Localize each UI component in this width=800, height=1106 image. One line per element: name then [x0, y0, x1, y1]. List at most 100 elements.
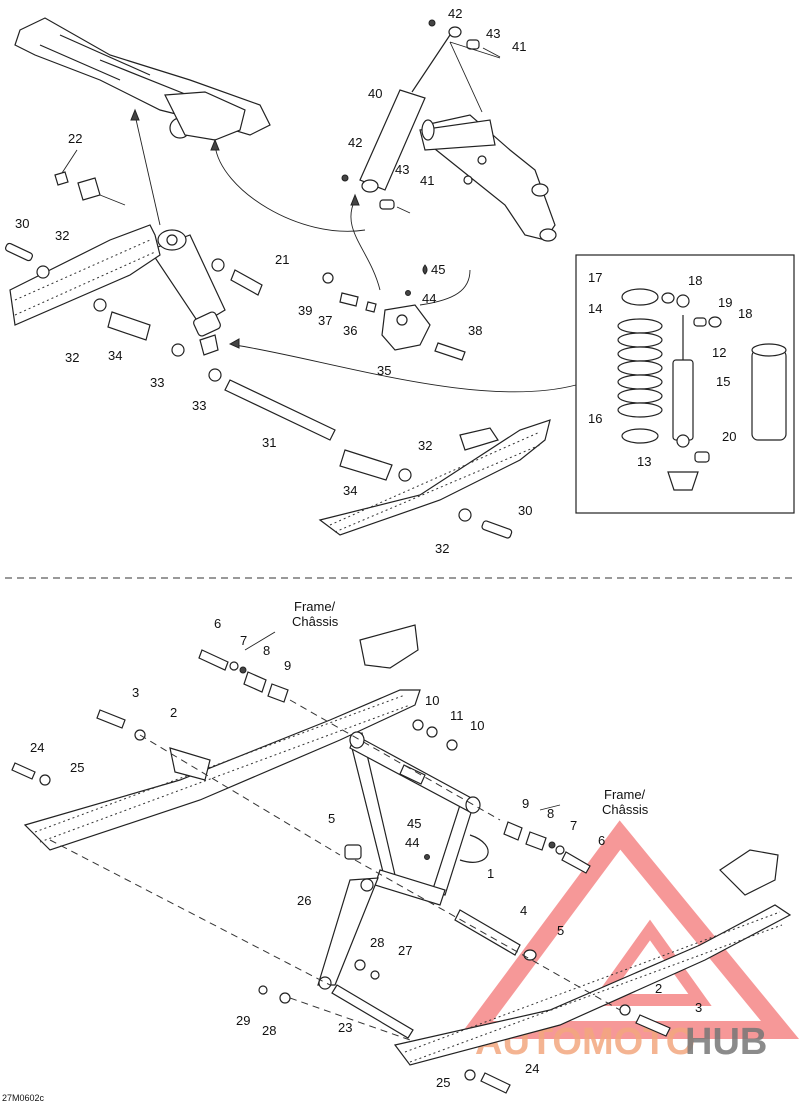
label-40: 40: [368, 86, 382, 101]
label-2-right: 2: [655, 981, 662, 996]
drawing-code: 27M0602c: [2, 1093, 45, 1103]
runner-left: [9, 224, 161, 326]
label-44-lower: 44: [405, 835, 419, 850]
spacer-22: [54, 149, 126, 206]
label-2-left: 2: [170, 705, 177, 720]
label-13: 13: [637, 454, 651, 469]
bolt-30-left: [5, 242, 50, 279]
label-8-left: 8: [263, 643, 270, 658]
label-43-top: 43: [486, 26, 500, 41]
label-27: 27: [398, 943, 412, 958]
label-42-mid: 42: [348, 135, 362, 150]
label-30-right: 30: [518, 503, 532, 518]
label-44-upper: 44: [422, 291, 436, 306]
frame-label-right-line2: Châssis: [602, 802, 649, 817]
label-37: 37: [318, 313, 332, 328]
bolts-left-lower: [11, 709, 146, 786]
label-32-upper-left: 32: [55, 228, 69, 243]
label-9-left: 9: [284, 658, 291, 673]
bracket-35-group: [322, 264, 471, 361]
label-9-right: 9: [522, 796, 529, 811]
label-33-a: 33: [150, 375, 164, 390]
label-3-left: 3: [132, 685, 139, 700]
frame-label-left-line2: Châssis: [292, 614, 339, 629]
label-4: 4: [520, 903, 527, 918]
label-34-right: 34: [343, 483, 357, 498]
label-21: 21: [275, 252, 289, 267]
rear-shock: [149, 229, 226, 356]
spring-14: [617, 288, 663, 444]
label-20: 20: [722, 429, 736, 444]
label-41-top: 41: [512, 39, 526, 54]
label-23: 23: [338, 1020, 352, 1035]
frame-label-left-line1: Frame/: [294, 599, 336, 614]
label-28-upper: 28: [370, 935, 384, 950]
label-30-left: 30: [15, 216, 29, 231]
hardware-left: [198, 649, 458, 785]
label-7-right: 7: [570, 818, 577, 833]
label-41-mid: 41: [420, 173, 434, 188]
label-28-lower: 28: [262, 1023, 276, 1038]
hardware-right: [424, 821, 591, 874]
runner-left-lower: [23, 624, 421, 851]
label-5-lower: 5: [557, 923, 564, 938]
bolt-21: [211, 258, 263, 296]
label-45-lower: 45: [407, 816, 421, 831]
label-17: 17: [588, 270, 602, 285]
label-25-right: 25: [436, 1075, 450, 1090]
label-7-left: 7: [240, 633, 247, 648]
watermark-text-hub: HUB: [685, 1021, 767, 1063]
label-24-right: 24: [525, 1061, 539, 1076]
shaft-31: [224, 379, 412, 482]
label-18-a: 18: [688, 273, 702, 288]
frame-label-left: Frame/ Châssis: [292, 599, 339, 629]
frame-label-right: Frame/ Châssis: [602, 787, 649, 817]
label-34-left: 34: [108, 348, 122, 363]
bumper-5: [344, 844, 362, 860]
rear-arm-26: [258, 877, 414, 1039]
part-number-labels: 42 43 41 40 42 43 41 22 30 32 21 45 44 3…: [15, 6, 752, 1090]
damper-40: [341, 19, 501, 214]
bolts-right-lower: [464, 1004, 671, 1094]
bolt-30-right: [458, 508, 513, 539]
label-5-upper: 5: [328, 811, 335, 826]
label-25-left: 25: [70, 760, 84, 775]
label-39: 39: [298, 303, 312, 318]
label-32-right-lower: 32: [435, 541, 449, 556]
label-8-right: 8: [547, 806, 554, 821]
label-31: 31: [262, 435, 276, 450]
label-16: 16: [588, 411, 602, 426]
label-22: 22: [68, 131, 82, 146]
label-35: 35: [377, 363, 391, 378]
label-32-left-lower: 32: [65, 350, 79, 365]
frame-top-left: [14, 17, 271, 141]
label-42-top: 42: [448, 6, 462, 21]
spacers-32-34: [93, 298, 222, 382]
label-29: 29: [236, 1013, 250, 1028]
runner-right-upper: [318, 419, 551, 536]
label-24-left: 24: [30, 740, 44, 755]
label-43-mid: 43: [395, 162, 409, 177]
label-6-right: 6: [598, 833, 605, 848]
reference-arrows: [130, 108, 577, 393]
label-26: 26: [297, 893, 311, 908]
shock-detail-box: [575, 254, 795, 514]
runner-right-lower: [393, 849, 792, 1066]
label-19: 19: [718, 295, 732, 310]
upper-arm-assembly: [419, 114, 557, 242]
label-10-a: 10: [425, 693, 439, 708]
label-14: 14: [588, 301, 602, 316]
label-6-left: 6: [214, 616, 221, 631]
watermark-triangle-logo: [457, 820, 800, 1039]
label-11: 11: [450, 708, 464, 723]
label-32-right-upper: 32: [418, 438, 432, 453]
label-12: 12: [712, 345, 726, 360]
label-45-upper: 45: [431, 262, 445, 277]
label-10-b: 10: [470, 718, 484, 733]
label-18-b: 18: [738, 306, 752, 321]
label-38: 38: [468, 323, 482, 338]
label-36: 36: [343, 323, 357, 338]
label-3-right: 3: [695, 1000, 702, 1015]
frame-label-right-line1: Frame/: [604, 787, 646, 802]
